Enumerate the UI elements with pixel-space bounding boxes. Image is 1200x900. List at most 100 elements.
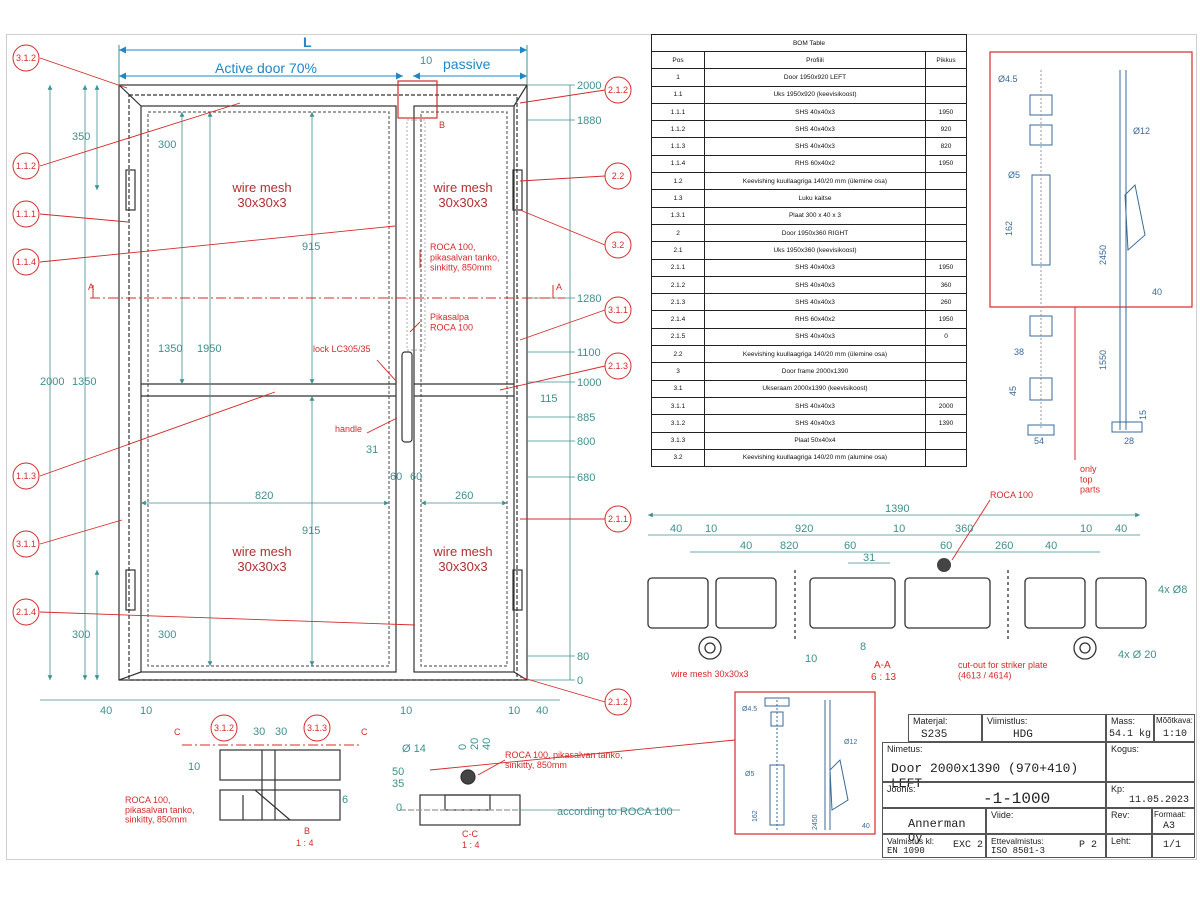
hinge-mini-frame [734,691,876,835]
bom-cell: Plaat 300 x 40 x 3 [704,206,926,225]
dim: 300 [158,629,176,641]
bom-header: Pikkus [925,50,967,70]
bom-cell [925,431,967,450]
dim: Ø4.5 [998,74,1018,84]
callout-bubbles [12,44,632,716]
dim: 31 [366,444,378,456]
dim: 30 [253,726,265,738]
dim: 1550 [1098,350,1108,370]
bom-cell: Plaat 50x40x4 [704,431,926,450]
bom-cell: 820 [925,137,967,156]
detail-b-marker [397,80,438,119]
bom-cell [925,68,967,87]
sheet-cell: 1/1 [1152,834,1195,858]
ref-cell: Viide: [986,808,1106,834]
callout: 3.2 [612,240,625,250]
dim: 350 [72,131,90,143]
section-aa-dims [648,512,1140,564]
dim: 4x Ø8 [1158,584,1187,596]
callout: 3.1.2 [16,53,36,63]
bom-cell: 0 [925,327,967,347]
callout: 2.1.2 [608,85,628,95]
section-a-line [90,285,565,299]
dim: 1350 [158,343,182,355]
bom-title: BOM Table [651,34,967,52]
dim: 40 [740,540,752,552]
dim: 10 [893,523,905,535]
prep-cell: Ettevalmistus: ISO 8501-3 P 2 [986,834,1106,858]
qty-cell: Kogus: [1106,742,1195,782]
rev-cell: Rev: [1106,808,1152,834]
bom-cell: 1950 [925,154,967,174]
bom-cell: SHS 40x40x3 [704,396,926,416]
dim: 300 [158,139,176,151]
sheet-value: 1/1 [1163,840,1182,851]
name-cell: Nimetus: Door 2000x1390 (970+410) LEFT [882,742,1106,791]
bom-cell [925,172,967,191]
section-a-right: A [556,282,562,292]
width-label: L [303,34,312,50]
dim: 885 [577,412,595,424]
exec-cell: Valmistus kl: EN 1090 EXC 2 [882,834,986,858]
callout: 3.1.1 [16,539,36,549]
bom-cell [925,223,967,243]
format-label: Formaat: [1154,810,1187,819]
dim: 260 [455,490,473,502]
hinge-mini-drawing [764,697,849,830]
prep-value: P 2 [1079,840,1098,851]
bom-cell: 3.1 [651,379,705,398]
dim: 60 [390,471,402,483]
callout: 2.1.4 [16,607,36,617]
dim: 300 [72,629,90,641]
bom-cell: Ukseraam 2000x1390 (keevisikoost) [704,379,926,398]
dim: 10 [188,761,200,773]
rev-label: Rev: [1111,810,1130,820]
dim: 1000 [577,377,601,389]
passive-label: passive [443,56,491,72]
drawing-cell: Joonis: -1-1000 [882,782,1106,808]
sheet-label-cell: Leht: [1106,834,1152,858]
dim: 162 [752,810,759,822]
dim: 915 [302,241,320,253]
section-aa-dim-values: 1390 40 10 920 10 360 10 40 40 820 60 60… [670,503,1187,665]
dim: 360 [955,523,973,535]
dim: 40 [1115,523,1127,535]
dim: 50 [392,766,404,778]
dim: 35 [392,778,404,790]
dim: 10 [508,705,520,717]
dim: 15 [1138,410,1148,420]
name-value: Door 2000x1390 (970+410) LEFT [891,761,1079,791]
detail-b-tag: B [439,120,445,130]
callout: 3.1.1 [608,305,628,315]
dim: 8 [860,641,866,653]
bom-cell: 1.1.3 [651,137,705,156]
bom-cell: SHS 40x40x3 [704,293,926,312]
bom-cell: RHS 60x40x2 [704,154,926,174]
hinge-detail-dims: Ø4.5 Ø5 162 Ø12 2450 40 38 45 54 1550 15… [998,74,1162,446]
dim: 2000 [577,80,601,92]
section-aa-scale: 6 : 13 [871,672,896,683]
note-cutout: cut-out for striker plate(4613 / 4614) [958,660,1048,680]
bom-cell: SHS 40x40x3 [704,102,926,122]
dim: Ø12 [1133,126,1150,136]
section-cc-scale: 1 : 4 [462,840,480,850]
scale-value: 1:10 [1163,729,1188,740]
top-dimensions [118,45,528,85]
scale-label: Mõõtkava: [1156,716,1193,725]
bom-cell: 260 [925,293,967,312]
drawing-label: Joonis: [887,784,916,794]
date-cell: Kp: 11.05.2023 [1106,782,1195,808]
bom-cell [925,379,967,398]
bom-cell: 1950 [925,310,967,329]
scale-cell: Mõõtkava: 1:10 [1154,714,1195,742]
